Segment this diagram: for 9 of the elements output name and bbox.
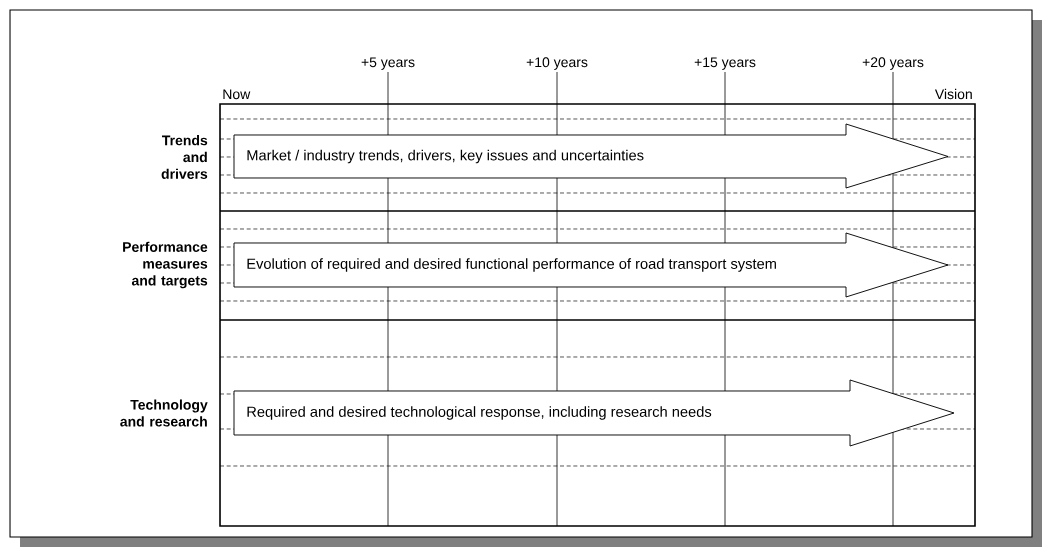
time-label: Vision <box>934 88 972 100</box>
time-label: +15 years <box>694 57 756 70</box>
row-heading: Technology and research <box>120 399 208 427</box>
row-heading: Trends and drivers <box>161 135 208 179</box>
time-label: Now <box>223 89 251 100</box>
row-heading: Performance measures and targets <box>123 241 208 289</box>
time-label: +20 years <box>862 57 924 70</box>
time-label: +5 years <box>361 57 415 70</box>
time-label: +10 years <box>526 57 588 70</box>
